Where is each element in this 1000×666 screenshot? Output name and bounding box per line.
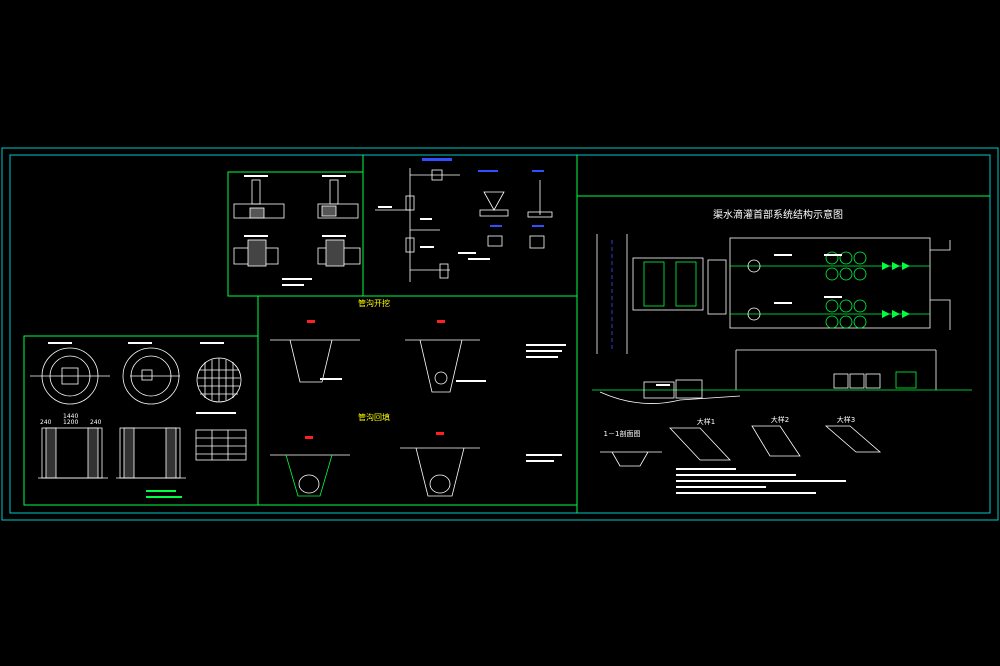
well-dim-total: 1440 xyxy=(63,413,78,420)
detail-3-label: 大样3 xyxy=(837,415,855,424)
well-dim-right: 240 xyxy=(90,419,102,426)
fitting-details xyxy=(233,179,361,267)
trench-markers xyxy=(305,320,445,439)
riser-schematic xyxy=(375,158,553,282)
trench-excavation-title: 管沟开挖 xyxy=(358,298,390,308)
well-dimension-texts: 240 1200 240 1440 xyxy=(40,413,102,426)
main-system-title: 渠水滴灌首部系统结构示意图 xyxy=(713,208,843,221)
well-dim-middle: 1200 xyxy=(63,419,78,426)
riser-labels xyxy=(378,206,490,260)
trench-labels xyxy=(320,344,566,462)
fitting-labels xyxy=(244,175,346,286)
trench-backfill-title: 管沟回填 xyxy=(358,412,390,422)
system-schematic xyxy=(592,234,972,467)
panel-dividers xyxy=(23,155,990,513)
grating-grid xyxy=(198,358,240,402)
trench-sections xyxy=(270,339,480,497)
drawing-frame xyxy=(1,147,999,521)
detail-1-label: 大样1 xyxy=(697,417,715,426)
system-labels xyxy=(656,254,846,494)
well-labels xyxy=(48,342,236,498)
well-details xyxy=(30,347,247,479)
well-dim-left: 240 xyxy=(40,419,52,426)
system-arrows xyxy=(882,262,910,318)
detail-2-label: 大样2 xyxy=(771,415,789,424)
section-1-1-label: 1－1剖面图 xyxy=(604,429,641,438)
